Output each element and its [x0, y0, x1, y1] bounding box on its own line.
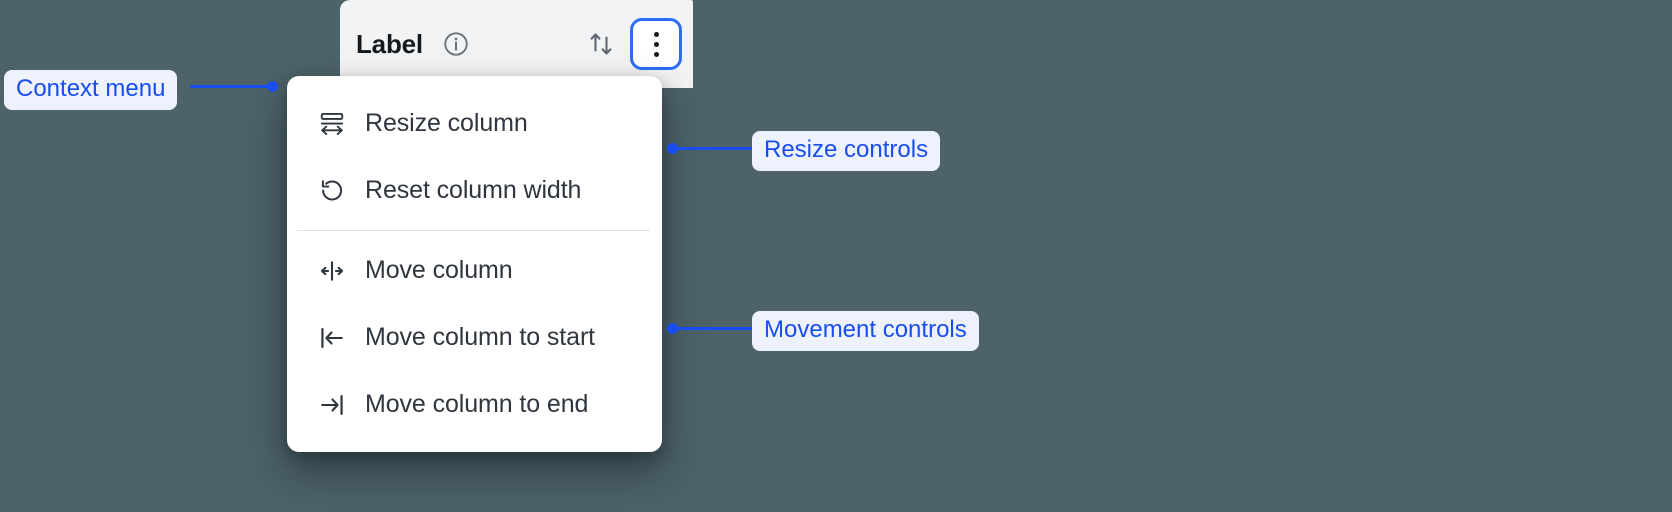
info-circle-icon[interactable]: [441, 29, 471, 59]
move-column-icon-svg: [320, 260, 344, 281]
kebab-dot: [653, 51, 659, 57]
move-to-start-icon-svg: [321, 327, 343, 348]
menu-item-move-column-to-start[interactable]: Move column to start: [287, 304, 662, 371]
reset-width-icon: [317, 176, 347, 206]
annotation-context-menu: Context menu: [4, 70, 178, 110]
info-circle-icon-svg: [444, 32, 468, 56]
menu-item-label: Move column to start: [365, 323, 596, 351]
annotation-leader-line-context-menu: [190, 85, 274, 88]
resize-column-icon: [317, 109, 347, 139]
annotation-leader-line-movement-controls: [676, 327, 754, 330]
kebab-dot: [653, 31, 659, 37]
annotation-resize-controls: Resize controls: [752, 131, 941, 171]
kebab-dot: [653, 41, 659, 47]
annotation-anchor-dot-resize-controls: [667, 143, 678, 154]
column-header: Label: [340, 0, 693, 88]
kebab-menu-button[interactable]: [630, 18, 682, 70]
menu-item-label: Move column: [365, 256, 513, 284]
menu-divider: [297, 230, 650, 231]
move-column-icon: [317, 256, 347, 286]
menu-item-reset-column-width[interactable]: Reset column width: [287, 157, 662, 224]
context-menu: Resize column Reset column width Move co…: [287, 76, 662, 452]
sort-arrows-icon-svg: [590, 33, 612, 55]
move-to-end-icon: [317, 390, 347, 420]
annotation-anchor-dot-context-menu: [267, 81, 278, 92]
annotation-anchor-dot-movement-controls: [667, 323, 678, 334]
resize-column-icon-svg: [320, 112, 344, 135]
kebab-menu-icon: [653, 31, 659, 57]
move-to-end-icon-svg: [321, 394, 343, 415]
menu-item-move-column[interactable]: Move column: [287, 237, 662, 304]
annotation-leader-line-resize-controls: [676, 147, 754, 150]
annotation-movement-controls: Movement controls: [752, 311, 979, 351]
menu-item-move-column-to-end[interactable]: Move column to end: [287, 371, 662, 438]
menu-item-label: Move column to end: [365, 390, 589, 418]
menu-item-resize-column[interactable]: Resize column: [287, 90, 662, 157]
reset-width-icon-svg: [321, 179, 343, 200]
move-to-start-icon: [317, 323, 347, 353]
page-title: Label: [356, 28, 423, 59]
menu-item-label: Resize column: [365, 109, 528, 137]
menu-item-label: Reset column width: [365, 176, 582, 204]
sort-arrows-icon[interactable]: [583, 26, 619, 62]
